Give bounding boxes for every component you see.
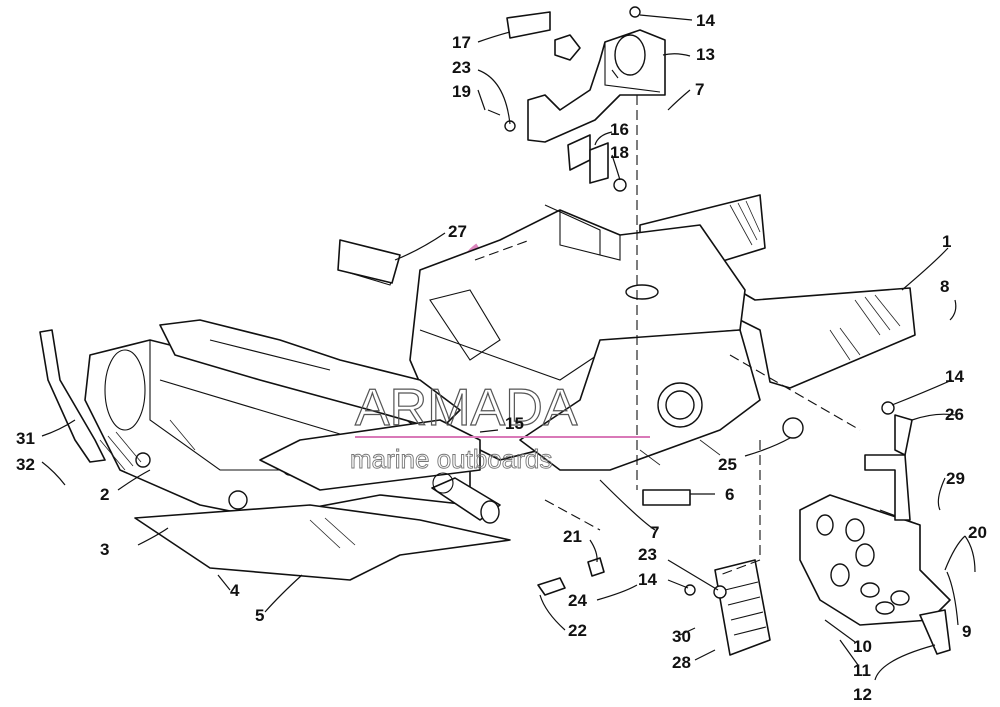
callout-25: 25 xyxy=(718,455,737,474)
callout-10: 10 xyxy=(853,637,872,656)
plate-17 xyxy=(506,11,551,39)
steering-support xyxy=(487,6,666,192)
callout-20: 20 xyxy=(968,523,987,542)
callout-19: 19 xyxy=(452,82,471,101)
callout-9: 9 xyxy=(962,622,971,641)
callout-14-bottom: 14 xyxy=(638,570,657,589)
callout-29: 29 xyxy=(946,469,965,488)
callout-labels: 1 2 3 4 5 6 7 7 8 9 10 11 12 13 14 14 14… xyxy=(16,11,987,704)
callout-12: 12 xyxy=(853,685,872,704)
callout-32: 32 xyxy=(16,455,35,474)
callout-6: 6 xyxy=(725,485,734,504)
callout-15: 15 xyxy=(505,414,524,433)
callout-1: 1 xyxy=(942,232,951,251)
leader-lines xyxy=(41,14,976,681)
callout-13: 13 xyxy=(696,45,715,64)
callout-24: 24 xyxy=(568,591,587,610)
callout-8: 8 xyxy=(940,277,949,296)
callout-4: 4 xyxy=(230,581,240,600)
knob-part xyxy=(554,34,581,61)
callout-14-top: 14 xyxy=(696,11,715,30)
callout-22: 22 xyxy=(568,621,587,640)
callout-2: 2 xyxy=(100,485,109,504)
callout-21: 21 xyxy=(563,527,582,546)
belly-pan xyxy=(134,504,511,581)
bracket-21 xyxy=(587,557,605,577)
assembly-lines xyxy=(474,95,861,576)
grommet-25 xyxy=(782,417,804,439)
watermark-text-group: ARMADA marine outboards xyxy=(350,378,650,474)
callout-16: 16 xyxy=(610,120,629,139)
callout-18: 18 xyxy=(610,143,629,162)
callout-27: 27 xyxy=(448,222,467,241)
callout-26: 26 xyxy=(945,405,964,424)
step-plate xyxy=(714,559,771,656)
callout-5: 5 xyxy=(255,606,264,625)
bracket-22 xyxy=(537,577,566,596)
callout-31: 31 xyxy=(16,429,35,448)
plate-27 xyxy=(337,239,401,284)
callout-17: 17 xyxy=(452,33,471,52)
callout-23-bottom: 23 xyxy=(638,545,657,564)
front-bracket xyxy=(39,329,106,463)
callout-14-right: 14 xyxy=(945,367,964,386)
hardware xyxy=(337,239,895,599)
main-frame xyxy=(84,194,916,524)
callout-7-lower: 7 xyxy=(650,523,659,542)
footrest-assembly xyxy=(799,414,951,655)
callout-28: 28 xyxy=(672,653,691,672)
callout-7-upper: 7 xyxy=(695,80,704,99)
callout-3: 3 xyxy=(100,540,109,559)
callout-11: 11 xyxy=(853,661,871,680)
plate-6 xyxy=(642,489,691,506)
watermark-tagline: marine outboards xyxy=(350,444,552,474)
callout-23-top: 23 xyxy=(452,58,471,77)
watermark-brand: ARMADA xyxy=(355,379,578,437)
callout-30: 30 xyxy=(672,627,691,646)
